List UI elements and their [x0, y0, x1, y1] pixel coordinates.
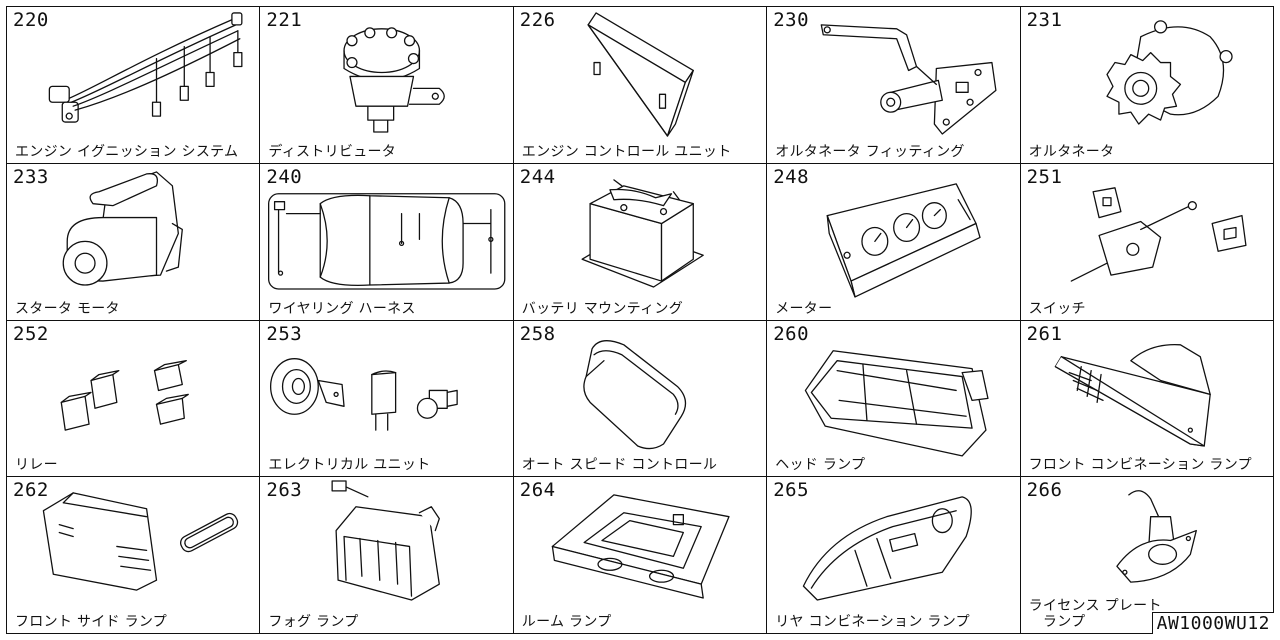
part-cell-265[interactable]: 265 リヤ コンビネーション ランプ: [767, 477, 1021, 634]
part-cell-264[interactable]: 264 ルーム ランプ: [513, 477, 768, 634]
part-code: 261: [1026, 322, 1063, 345]
part-code: 221: [266, 9, 303, 31]
part-code: 251: [1026, 165, 1063, 188]
part-cell-248[interactable]: 248 メーター: [767, 163, 1021, 321]
part-code: 266: [1026, 479, 1063, 502]
part-code: 260: [773, 322, 810, 345]
part-name: オルタネータ: [1028, 143, 1115, 160]
part-name: メーター: [775, 300, 833, 317]
part-cell-230[interactable]: 230 オルタネータ フィッティング: [767, 7, 1021, 164]
part-cell-263[interactable]: 263 フォグ ランプ: [260, 477, 514, 634]
part-code: 264: [519, 479, 556, 502]
part-code: 230: [773, 9, 810, 31]
part-cell-233[interactable]: 233 スタータ モータ: [7, 163, 261, 321]
part-name: リレー: [15, 457, 58, 474]
part-cell-244[interactable]: 244 バッテリ マウンティング: [513, 163, 768, 321]
part-name: スイッチ: [1028, 300, 1086, 317]
part-code: 240: [266, 165, 303, 188]
part-cell-220[interactable]: 220 エンジン イグニッション システム: [7, 7, 261, 164]
part-name: ディストリビュータ: [268, 143, 397, 160]
part-cell-252[interactable]: 252 リレー: [7, 320, 261, 478]
part-cell-251[interactable]: 251 スイッチ: [1020, 163, 1274, 321]
part-name: リヤ コンビネーション ランプ: [775, 614, 970, 630]
part-name: ライセンス プレート ランプ: [1028, 598, 1162, 630]
part-name: ヘッド ランプ: [775, 457, 866, 474]
part-code: 252: [13, 322, 49, 345]
part-cell-231[interactable]: 231 オルタネータ: [1020, 7, 1274, 164]
parts-grid: 220 エンジン イグニッション システム 221 ディストリビュータ: [6, 6, 1274, 634]
part-code: 253: [266, 322, 303, 345]
part-code: 262: [13, 479, 49, 502]
part-name: フォグ ランプ: [268, 614, 359, 630]
part-code: 244: [519, 165, 556, 188]
part-code: 231: [1026, 9, 1063, 31]
part-name: ワイヤリング ハーネス: [268, 300, 416, 317]
part-name: オート スピード コントロール: [521, 457, 718, 474]
part-name: フロント コンビネーション ランプ: [1028, 457, 1252, 474]
part-name: エンジン イグニッション システム: [15, 143, 239, 160]
part-name: エンジン コントロール ユニット: [521, 143, 732, 160]
part-cell-258[interactable]: 258 オート スピード コントロール: [513, 320, 768, 478]
part-cell-262[interactable]: 262 フロント サイド ランプ: [7, 477, 261, 634]
part-code: 265: [773, 479, 810, 502]
part-code: 233: [13, 165, 49, 188]
part-cell-266[interactable]: 266 ライセンス プレート ランプ: [1020, 477, 1274, 634]
part-name: フロント サイド ランプ: [15, 614, 168, 630]
part-cell-221[interactable]: 221 ディストリビュータ: [260, 7, 514, 164]
part-name: オルタネータ フィッティング: [775, 143, 965, 160]
part-name: ルーム ランプ: [521, 614, 612, 630]
part-name: スタータ モータ: [15, 300, 120, 317]
part-code: 220: [13, 9, 49, 31]
sheet-code-label: AW1000WU12: [1151, 612, 1274, 634]
part-code: 248: [773, 165, 810, 188]
part-name: エレクトリカル ユニット: [268, 457, 431, 474]
part-cell-226[interactable]: 226 エンジン コントロール ユニット: [513, 7, 768, 164]
part-cell-240[interactable]: 240 ワイヤリング ハーネス: [260, 163, 514, 321]
part-code: 226: [519, 9, 556, 31]
part-cell-260[interactable]: 260 ヘッド ランプ: [767, 320, 1021, 478]
part-name: バッテリ マウンティング: [521, 300, 684, 317]
part-code: 263: [266, 479, 303, 502]
part-cell-261[interactable]: 261 フロント コンビネーション ランプ: [1020, 320, 1274, 478]
part-cell-253[interactable]: 253 エレクトリカル ユニット: [260, 320, 514, 478]
part-code: 258: [519, 322, 556, 345]
